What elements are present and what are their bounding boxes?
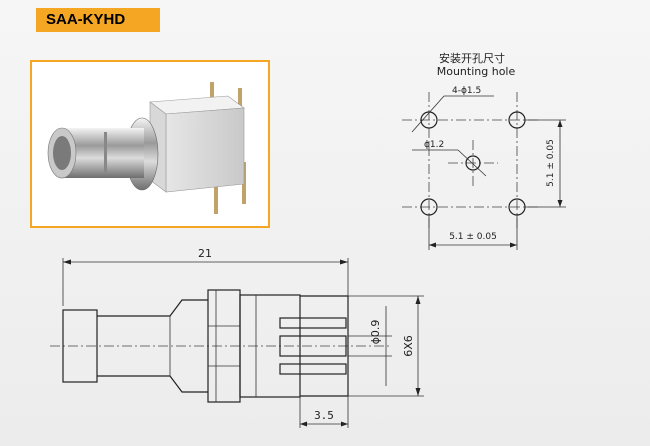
mount-hole-top-left — [420, 111, 438, 129]
body-size-dim: 6X6 — [402, 335, 415, 357]
pin-top — [279, 317, 347, 329]
pin-length-dim: 3.5 — [314, 409, 334, 422]
overall-length-dim: 21 — [198, 247, 212, 260]
connector-photo-illustration — [47, 82, 246, 214]
model-code-badge: SAA-KYHD — [36, 8, 160, 32]
hole-spacing-horizontal: 5.1 ± 0.05 — [449, 232, 497, 242]
side-view: 21 ϕ0.9 6X6 — [50, 247, 424, 428]
mounting-hole-title-cn: 安装开孔尺寸 — [439, 51, 505, 65]
square-body — [239, 294, 301, 398]
hole-pattern: 4-ϕ1.5 ϕ1.2 5.1 ± 0.05 5.1 ± 0.05 — [402, 86, 566, 250]
front-sleeve — [62, 309, 98, 383]
outer-hole-label: 4-ϕ1.5 — [452, 86, 481, 96]
pin-diameter-dim: ϕ0.9 — [369, 320, 382, 345]
hole-spacing-vertical: 5.1 ± 0.05 — [546, 139, 556, 187]
center-hole — [465, 155, 481, 171]
center-hole-label: ϕ1.2 — [424, 140, 444, 150]
mounting-hole-title-en: Mounting hole — [437, 65, 516, 78]
pin-bottom — [279, 363, 347, 375]
pin-center — [279, 335, 347, 357]
product-photo — [30, 60, 270, 228]
